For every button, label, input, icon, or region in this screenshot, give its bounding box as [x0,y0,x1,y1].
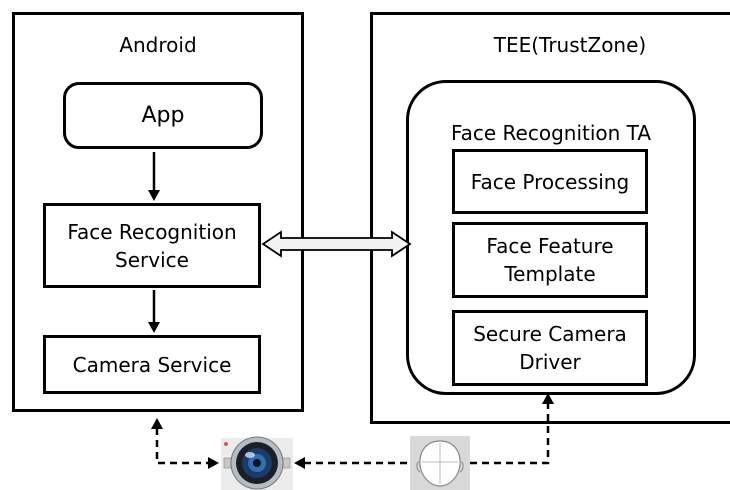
face-feature-label-line1: Face Feature [486,234,614,258]
face-service-label-line1: Face Recognition [67,219,237,244]
arrow-app-to-face-service [148,152,160,201]
bidirectional-arrow [261,230,412,258]
dashed-arrow-to-secure-camera-driver [470,393,554,465]
face-recognition-ta-title: Face Recognition TA [450,121,652,145]
dashed-arrow-camera-to-android [151,418,219,469]
face-outline-icon [410,436,470,490]
camera-lens-icon [221,436,293,490]
tee-title: TEE(TrustZone) [493,33,647,57]
secure-camera-driver-box: Secure Camera Driver [452,310,648,386]
face-service-label-line2: Service [115,247,189,272]
secure-camera-label-line1: Secure Camera [473,322,627,346]
app-label: App [141,102,185,128]
dashed-arrow-face-to-camera [294,457,410,469]
face-feature-label-line2: Template [504,262,596,286]
face-feature-template-box: Face Feature Template [452,222,648,298]
camera-service-box: Camera Service [43,335,261,394]
arrow-face-service-to-camera-service [148,290,160,333]
camera-service-label: Camera Service [72,352,232,377]
secure-camera-label-line2: Driver [519,350,581,374]
android-title: Android [119,33,197,57]
face-processing-box: Face Processing [452,149,648,214]
face-recognition-service-box: Face Recognition Service [43,203,261,288]
face-processing-label: Face Processing [470,169,630,194]
app-box: App [63,82,263,149]
